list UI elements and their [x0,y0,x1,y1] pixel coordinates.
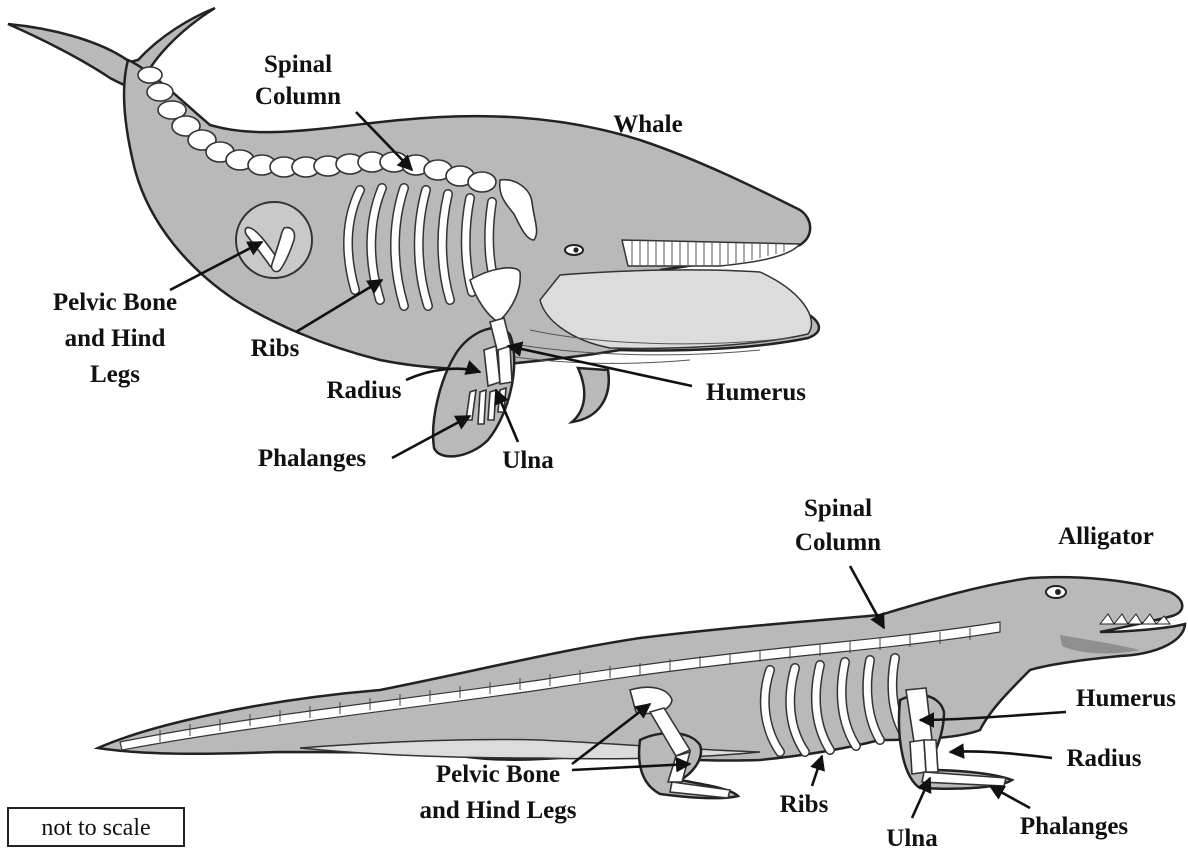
whale-ribs-label: Ribs [251,335,300,362]
alligator-humerus-label: Humerus [1076,685,1176,712]
alligator-ulna-label: Ulna [886,825,938,852]
whale-pelvic-label-line1: Pelvic Bone [53,289,177,316]
alligator-title: Alligator [1058,523,1154,550]
whale-phalanges-label: Phalanges [258,445,367,472]
whale-pelvic-label-line3: Legs [90,361,140,388]
alligator-radius-label: Radius [1066,745,1141,772]
whale-radius-label: Radius [326,377,401,404]
alligator-radius-arrow [950,751,1052,758]
alligator-pelvic-label-line2: and Hind Legs [419,797,576,824]
alligator-spinal-label-line1: Spinal [804,495,872,522]
scale-note-text: not to scale [41,815,150,841]
alligator-ribs-label: Ribs [780,791,829,818]
whale-title: Whale [613,111,682,138]
alligator-pelvic-label-line1: Pelvic Bone [436,761,560,788]
whale-illustration [8,8,819,456]
whale-spinal-label-line2: Column [255,83,341,110]
alligator-ribs-arrow [812,756,822,786]
whale-spinal-label-line1: Spinal [264,51,332,78]
alligator-phalanges-label: Phalanges [1020,813,1129,840]
whale-ulna-label: Ulna [502,447,554,474]
scale-note: not to scale [8,808,184,846]
alligator-spinal-label-line2: Column [795,529,881,556]
whale-pelvic-label-line2: and Hind [65,325,166,352]
whale-humerus-label: Humerus [706,379,806,406]
alligator-phalanges-arrow [990,786,1030,808]
alligator-illustration [98,577,1185,798]
